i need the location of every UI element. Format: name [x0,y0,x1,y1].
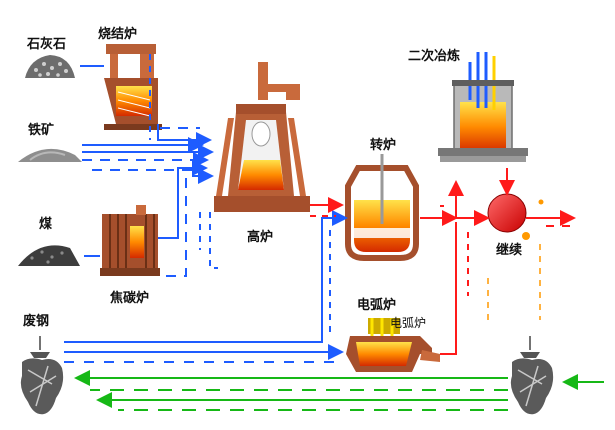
coal-label: 煤 [39,217,53,232]
coke-oven-icon [100,205,160,276]
iron-ore-label: 铁矿 [28,123,55,138]
sinter-furnace-icon [104,44,162,130]
limestone-pile [25,55,75,78]
scrap-steel-label: 废钢 [23,314,50,329]
secondary-refining-icon [438,52,528,162]
sinter-furnace-label: 烧结炉 [98,27,138,42]
scrap-flows [64,210,348,363]
iron-ore-pile [18,148,82,162]
converter-label: 转炉 [370,138,397,153]
electric-arc-furnace-label: 电弧炉 [357,298,397,313]
scrap-crane-right-icon [510,336,554,415]
coal-pile [18,245,80,266]
blast-furnace-label: 高炉 [247,230,274,245]
continuous-casting-label: 继续 [496,243,523,258]
converter-icon [345,154,419,261]
electric-arc-furnace-icon [346,318,440,372]
raw-material-flows [80,54,218,277]
secondary-refining-label: 二次冶炼 [408,49,461,64]
scrap-crane-left-icon [20,336,64,415]
coke-oven-label: 焦碳炉 [110,291,150,306]
limestone-label: 石灰石 [27,37,67,52]
orange-auxiliary-flows [487,244,541,320]
scrap-return-flows [74,370,604,411]
electric-arc-furnace-inset-label: 电弧炉 [390,316,427,330]
molten-steel-flows [310,168,576,355]
blast-furnace-icon [214,62,310,212]
